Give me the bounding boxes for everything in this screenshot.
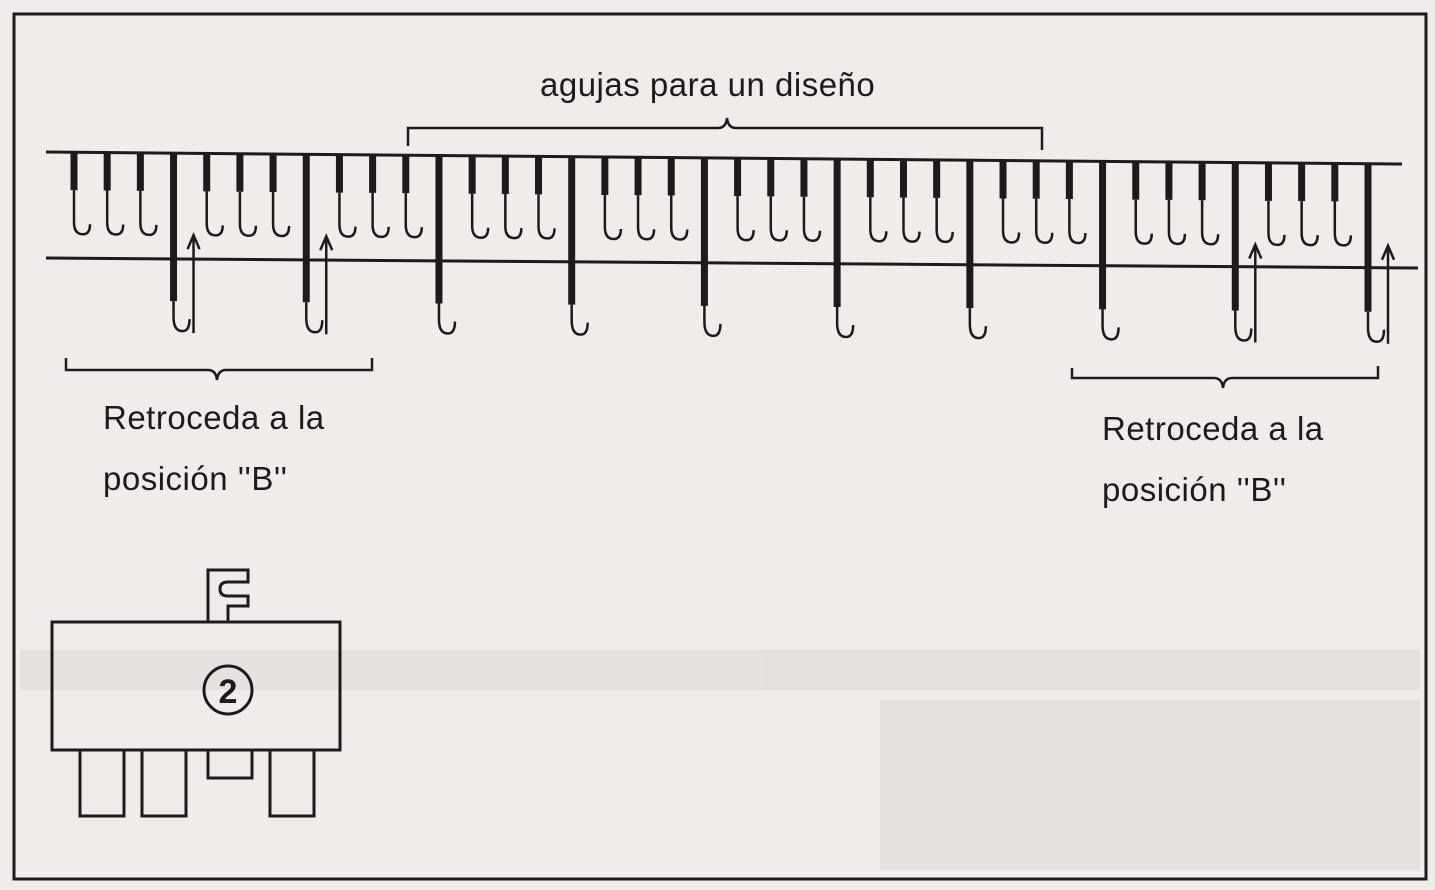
needle (1132, 161, 1153, 245)
show-through-shade (20, 650, 1420, 870)
needle (1032, 160, 1054, 245)
needle (1264, 162, 1286, 247)
needle (1331, 163, 1353, 247)
needle (1231, 162, 1253, 342)
left-retreat-bracket (64, 358, 374, 381)
arrows-group (186, 231, 1396, 344)
needle-bed-top-rail (45, 150, 1403, 166)
needle (1165, 161, 1187, 246)
needle (501, 156, 523, 240)
needle (833, 159, 855, 339)
needle (899, 159, 921, 243)
needle (767, 158, 789, 242)
needle (535, 156, 556, 240)
needle (800, 158, 822, 242)
needle (966, 160, 988, 340)
needle (335, 154, 357, 238)
needle (1364, 163, 1386, 343)
needle (634, 157, 656, 241)
needle (568, 156, 589, 336)
diagram-border (12, 12, 1428, 881)
design-needles-label: agujas para un diseño (540, 66, 876, 103)
needle (203, 153, 224, 237)
needle (1099, 161, 1120, 341)
needle (369, 154, 390, 239)
needle (667, 157, 689, 241)
needle (999, 160, 1021, 244)
needle (170, 153, 191, 333)
right-note-line1: Retroceda a la (1102, 410, 1324, 447)
needles-group (70, 152, 1386, 343)
left-note-line1: Retroceda a la (103, 399, 325, 436)
retreat-arrow-icon (1380, 242, 1396, 344)
needle (700, 157, 722, 338)
position-marker-icon (50, 568, 342, 818)
position-marker-number: 2 (219, 673, 238, 711)
needle-bed-middle-rail (45, 256, 1419, 270)
needle (734, 158, 755, 242)
design-bracket (406, 117, 1044, 150)
retreat-arrow-icon (186, 231, 201, 334)
right-note-line2: posición ''B'' (1102, 471, 1287, 508)
retreat-arrow-icon (1248, 241, 1263, 343)
needle (103, 152, 125, 236)
needle (302, 154, 324, 334)
needle (933, 159, 954, 244)
needle (468, 155, 490, 240)
needle (236, 153, 258, 237)
needle (1298, 163, 1319, 247)
needle (269, 154, 291, 238)
needle (435, 155, 457, 335)
needle (70, 152, 92, 236)
right-retreat-bracket (1070, 366, 1380, 389)
needle (402, 155, 424, 239)
needle (601, 156, 623, 241)
needle (866, 159, 888, 243)
needle (1065, 161, 1087, 245)
needle (1198, 162, 1220, 246)
retreat-arrow-icon (319, 233, 334, 335)
left-note-line2: posición ''B'' (103, 460, 288, 497)
needle (136, 152, 158, 237)
